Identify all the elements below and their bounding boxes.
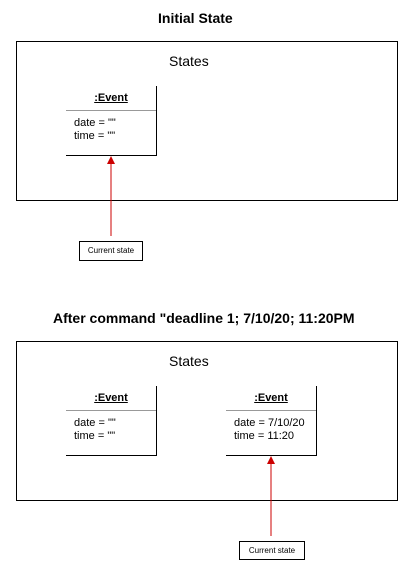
event-object-initial: :Event date = "" time = "" bbox=[66, 86, 157, 156]
time-attribute: time = "" bbox=[74, 430, 116, 442]
states-frame-title: States bbox=[169, 53, 209, 69]
time-attribute: time = "" bbox=[74, 130, 116, 142]
date-attribute: date = 7/10/20 bbox=[234, 417, 305, 429]
initial-state-heading: Initial State bbox=[158, 10, 233, 26]
event-object-current: :Event date = 7/10/20 time = 11:20 bbox=[226, 386, 317, 456]
event-object-previous: :Event date = "" time = "" bbox=[66, 386, 157, 456]
current-state-label: Current state bbox=[239, 541, 305, 560]
event-object-name: :Event bbox=[66, 386, 156, 411]
current-state-label: Current state bbox=[79, 241, 143, 261]
event-object-name: :Event bbox=[66, 86, 156, 111]
states-frame-title: States bbox=[169, 353, 209, 369]
time-attribute: time = 11:20 bbox=[234, 430, 295, 442]
after-command-heading: After command "deadline 1; 7/10/20; 11:2… bbox=[53, 310, 355, 326]
date-attribute: date = "" bbox=[74, 117, 116, 129]
event-object-name: :Event bbox=[226, 386, 316, 411]
date-attribute: date = "" bbox=[74, 417, 116, 429]
